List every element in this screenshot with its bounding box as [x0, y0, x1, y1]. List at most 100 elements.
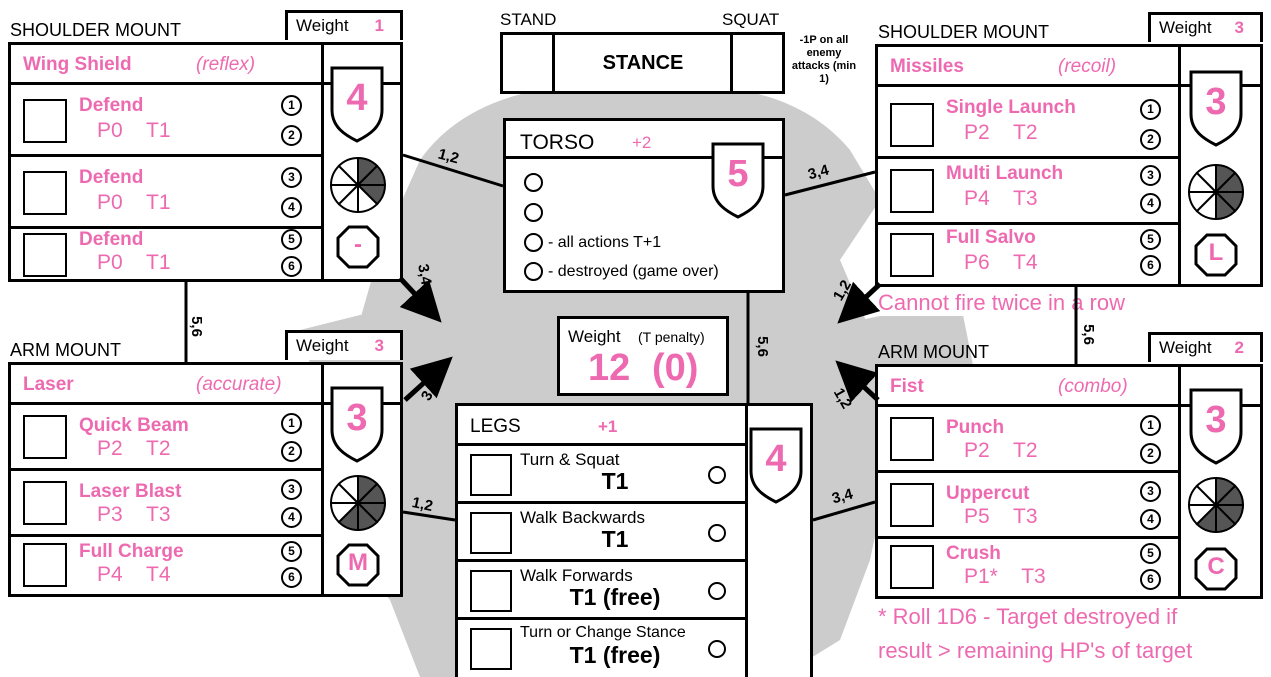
legs-action-time: T1 (free) — [520, 642, 710, 669]
action-name: Single Launch — [946, 97, 1076, 119]
legs-action-row: Walk Forwards T1 (free) — [458, 562, 745, 620]
column-divider — [1178, 47, 1181, 284]
armor-value: 4 — [748, 438, 804, 481]
legs-action-name: Turn or Change Stance — [520, 624, 686, 642]
legs-action-marker[interactable] — [708, 524, 726, 542]
action-power: P0 — [97, 119, 123, 142]
legs-action-marker[interactable] — [708, 582, 726, 600]
weight-label: Weight — [1159, 18, 1212, 37]
weight-value: 2 — [1235, 338, 1244, 358]
torso-damage-track[interactable] — [524, 233, 543, 252]
stance-stand-cell[interactable] — [503, 35, 555, 91]
shoulder-left-weight: Weight 1 — [285, 10, 403, 40]
action-checkbox[interactable] — [23, 99, 67, 143]
connector-label: 3,4 — [414, 263, 434, 286]
shoulder-right-weight: Weight 3 — [1148, 12, 1263, 42]
weight-total-value: 12 — [588, 347, 630, 390]
action-checkbox[interactable] — [23, 171, 67, 215]
legs-action-row: Turn & Squat T1 — [458, 446, 745, 504]
legs-action-marker[interactable] — [708, 640, 726, 658]
action-power: P6 — [964, 251, 990, 274]
legs-action-time: T1 — [520, 468, 710, 495]
size-octagon-icon: - — [336, 225, 380, 269]
legs-action-row: Walk Backwards T1 — [458, 504, 745, 562]
weight-label: Weight — [296, 336, 349, 355]
action-name: Full Charge — [79, 541, 184, 563]
size-value: L — [1194, 239, 1238, 267]
connector-label: 5,6 — [1080, 324, 1097, 345]
action-checkbox[interactable] — [23, 233, 67, 277]
action-power: P4 — [97, 563, 123, 586]
torso-damage-track[interactable] — [524, 203, 543, 222]
weapon-name: Wing Shield — [23, 54, 132, 75]
armor-shield-icon: 3 — [329, 385, 385, 463]
torso-damage-track[interactable] — [524, 262, 543, 281]
weight-total-sub: (T penalty) — [638, 329, 705, 345]
roll-number: 5 — [281, 229, 302, 250]
roll-number: 3 — [1140, 165, 1161, 186]
action-checkbox[interactable] — [890, 417, 934, 461]
armor-shield-icon: 5 — [710, 141, 766, 219]
action-row: Defend P0 T1 5 6 — [11, 229, 321, 279]
action-row: Defend P0 T1 1 2 — [11, 85, 321, 157]
torso-track-label: - destroyed (game over) — [548, 263, 719, 281]
armor-value: 4 — [329, 77, 385, 120]
roll-number: 1 — [1140, 415, 1161, 436]
action-power: P4 — [964, 187, 990, 210]
action-checkbox[interactable] — [470, 512, 512, 554]
legs-action-row: Turn or Change Stance T1 (free) — [458, 620, 745, 677]
action-name: Multi Launch — [946, 163, 1063, 185]
arm-left-section: ARM MOUNT — [10, 340, 121, 361]
action-checkbox[interactable] — [23, 481, 67, 525]
action-name: Punch — [946, 417, 1004, 439]
action-checkbox[interactable] — [470, 628, 512, 670]
action-checkbox[interactable] — [23, 415, 67, 459]
action-time: T1 — [146, 191, 171, 214]
armor-shield-icon: 4 — [748, 426, 804, 504]
action-time: T2 — [146, 437, 171, 460]
action-checkbox[interactable] — [890, 483, 934, 527]
action-checkbox[interactable] — [890, 169, 934, 213]
weight-total-box: Weight (T penalty) 12 (0) — [557, 316, 729, 396]
action-name: Defend — [79, 229, 143, 251]
shoulder-left-card: Wing Shield (reflex) Defend P0 T1 1 2 De… — [8, 42, 403, 282]
roll-number: 2 — [281, 125, 302, 146]
action-time: T3 — [146, 503, 171, 526]
torso-damage-track[interactable] — [524, 173, 543, 192]
arm-left-card: Laser (accurate) Quick Beam P2 T2 1 2 La… — [8, 362, 403, 597]
action-row: Full Salvo P6 T4 5 6 — [878, 225, 1178, 283]
weight-total-penalty: (0) — [652, 347, 698, 390]
armor-value: 3 — [329, 397, 385, 440]
connector-label: 5,6 — [188, 316, 205, 337]
arm-right-section: ARM MOUNT — [878, 342, 989, 363]
roll-number: 6 — [1140, 569, 1161, 590]
armor-value: 3 — [1188, 399, 1244, 442]
stance-squat-cell[interactable] — [730, 35, 782, 91]
action-power: P0 — [97, 251, 123, 274]
connector-label: 5,6 — [754, 336, 771, 357]
weight-value: 1 — [375, 16, 384, 36]
action-row: Multi Launch P4 T3 3 4 — [878, 159, 1178, 225]
action-power: P0 — [97, 191, 123, 214]
stand-label: STAND — [500, 10, 556, 30]
squat-label: SQUAT — [722, 10, 779, 30]
roll-number: 3 — [281, 479, 302, 500]
action-name: Quick Beam — [79, 415, 189, 437]
legs-action-marker[interactable] — [708, 466, 726, 484]
action-checkbox[interactable] — [23, 543, 67, 587]
action-name: Defend — [79, 167, 143, 189]
action-power: P1* — [964, 565, 998, 588]
action-checkbox[interactable] — [890, 233, 934, 277]
action-checkbox[interactable] — [890, 103, 934, 147]
size-octagon-icon: L — [1194, 233, 1238, 277]
action-checkbox[interactable] — [470, 454, 512, 496]
action-checkbox[interactable] — [890, 545, 934, 589]
stance-box: STANCE — [500, 32, 785, 94]
roll-number: 2 — [1140, 443, 1161, 464]
shoulder-right-section: SHOULDER MOUNT — [878, 22, 1049, 43]
action-checkbox[interactable] — [470, 570, 512, 612]
roll-number: 4 — [281, 197, 302, 218]
arm-right-weight: Weight 2 — [1148, 332, 1263, 362]
action-power: P5 — [964, 505, 990, 528]
action-name: Crush — [946, 543, 1001, 565]
